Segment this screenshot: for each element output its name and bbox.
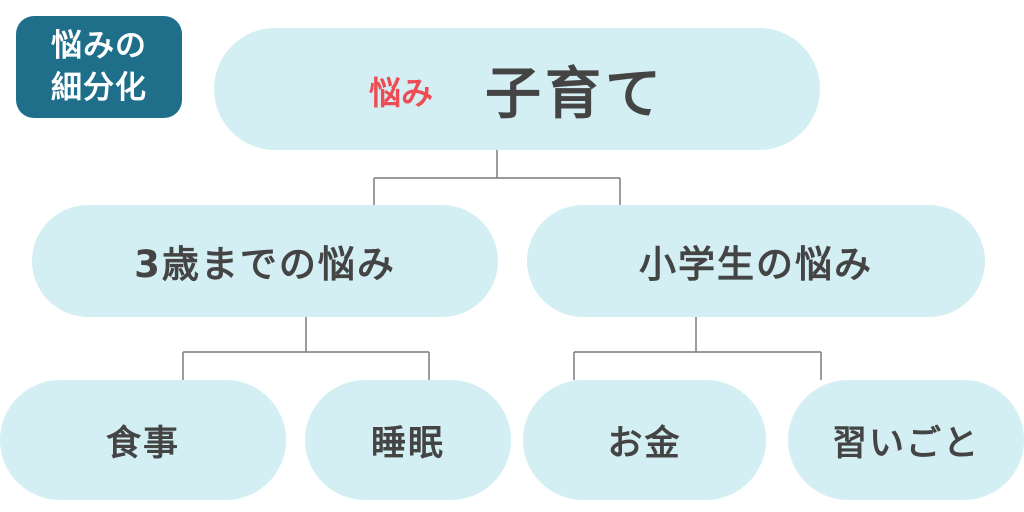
leaf-label: 習いごと	[831, 423, 980, 464]
node-elementary-worries: 小学生の悩み	[527, 205, 985, 317]
leaf-money: お金	[523, 380, 766, 500]
leaf-label: 睡眠	[370, 423, 445, 464]
leaf-sleep: 睡眠	[305, 380, 511, 500]
root-title: 子育て	[485, 61, 665, 127]
node-label: 小学生の悩み	[639, 243, 873, 286]
node-toddler-worries: 3歳までの悩み	[32, 205, 498, 317]
badge-line-1: 悩みの	[51, 28, 147, 64]
node-label: 3歳までの悩み	[134, 243, 396, 286]
category-badge: 悩みの 細分化	[16, 16, 182, 118]
root-node: 悩み 子育て	[214, 28, 820, 150]
badge-line-2: 細分化	[51, 70, 147, 106]
root-tag: 悩み	[368, 74, 433, 112]
leaf-lessons: 習いごと	[788, 380, 1024, 500]
leaf-meals: 食事	[0, 380, 286, 500]
leaf-label: 食事	[105, 423, 180, 464]
leaf-label: お金	[607, 423, 682, 464]
